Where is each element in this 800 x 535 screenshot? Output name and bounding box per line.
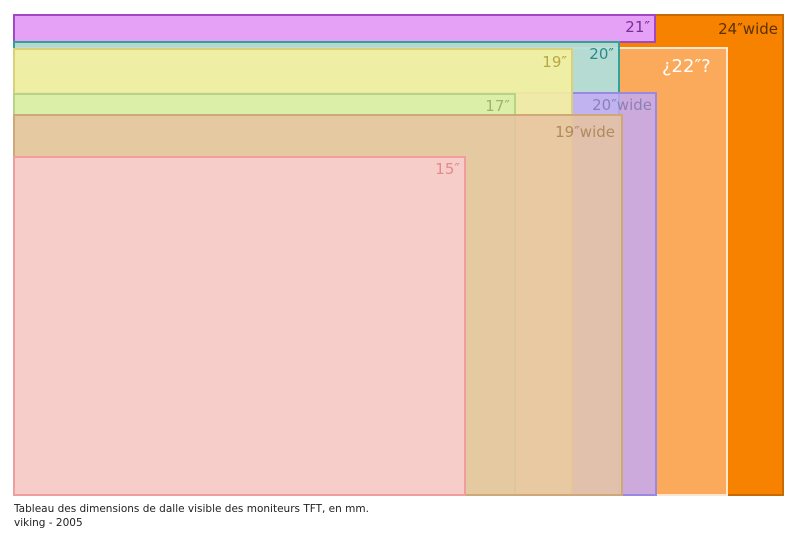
monitor-20wide-label: 20″wide — [592, 96, 652, 114]
monitor-19-label: 19″ — [542, 53, 567, 71]
monitor-24wide-label: 24″wide — [718, 20, 778, 38]
monitor-19wide-label: 19″wide — [555, 123, 615, 141]
monitor-20-label: 20″ — [589, 45, 614, 63]
caption-title: Tableau des dimensions de dalle visible … — [14, 503, 369, 515]
caption-credit: viking - 2005 — [14, 517, 83, 529]
monitor-21-rect — [13, 14, 656, 43]
monitor-15-label: 15″ — [435, 160, 460, 178]
monitor-15-rect — [13, 156, 466, 496]
monitor-size-diagram: 24″wide 21″ ¿22″? 20″ 20″wide 19″ 17″ 19… — [13, 14, 784, 496]
monitor-17-label: 17″ — [485, 97, 510, 115]
monitor-21-label: 21″ — [625, 18, 650, 36]
monitor-22-label: ¿22″? — [662, 56, 711, 77]
